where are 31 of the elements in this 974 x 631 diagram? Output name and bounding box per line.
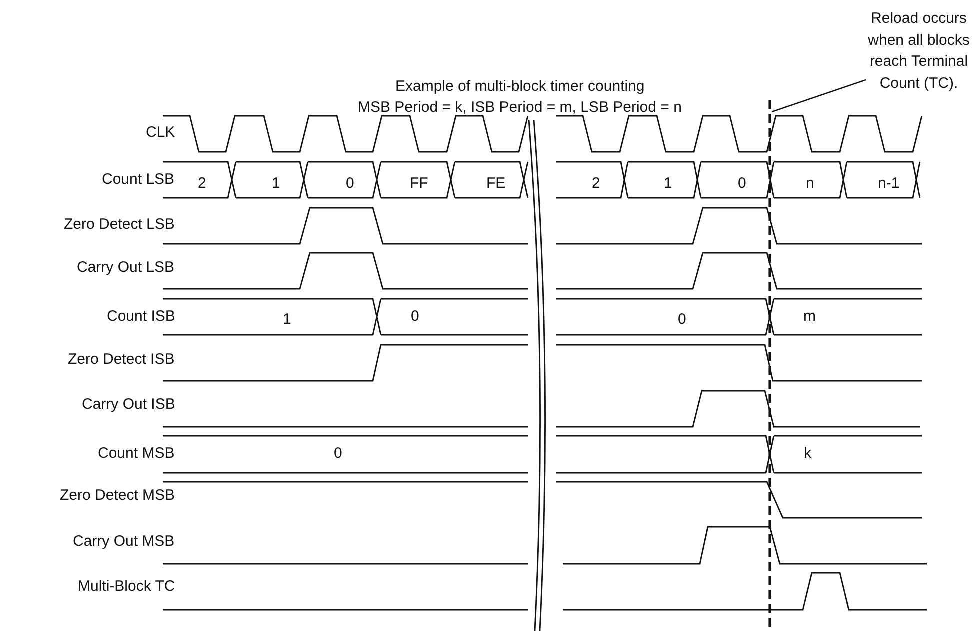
bus-value: FE — [486, 175, 506, 193]
signal-name: Multi-Block TC — [78, 578, 176, 596]
bus-value: 1 — [272, 175, 280, 193]
signal-name: Count MSB — [98, 445, 175, 463]
bus-value: n — [806, 175, 814, 193]
signal-name: Count ISB — [107, 308, 176, 326]
bus-value: 2 — [592, 175, 600, 193]
bus-value: m — [804, 308, 816, 326]
bus-value: 0 — [334, 445, 342, 463]
note-text: Reload occurs when all blocks reach Terminal Count (TC). — [858, 8, 974, 94]
signal-name: Carry Out LSB — [77, 259, 175, 277]
signal-name: Zero Detect MSB — [60, 487, 176, 505]
bus-value: 1 — [664, 175, 672, 193]
bus-value: 1 — [283, 311, 292, 329]
bus-value: 0 — [738, 175, 746, 193]
bus-value: 0 — [411, 308, 420, 326]
bus-value: FF — [410, 175, 428, 193]
bus-value: k — [804, 445, 812, 463]
bus-value: 2 — [198, 175, 206, 193]
leader-line — [772, 79, 866, 113]
signal-name: Count LSB — [102, 171, 175, 189]
signal-name: Carry Out MSB — [73, 533, 175, 551]
diagram-title: Example of multi-block timer counting — [396, 78, 645, 96]
bus-value: 0 — [678, 311, 686, 329]
bus-value: n-1 — [878, 175, 900, 193]
signal-name: CLK — [146, 124, 176, 142]
signal-name: Zero Detect ISB — [68, 351, 175, 369]
signal-name: Carry Out ISB — [82, 396, 176, 414]
bus-value: 0 — [346, 175, 354, 193]
signal-name: Zero Detect LSB — [64, 216, 175, 234]
subtitle: MSB Period = k, ISB Period = m, LSB Period = n — [358, 99, 682, 117]
